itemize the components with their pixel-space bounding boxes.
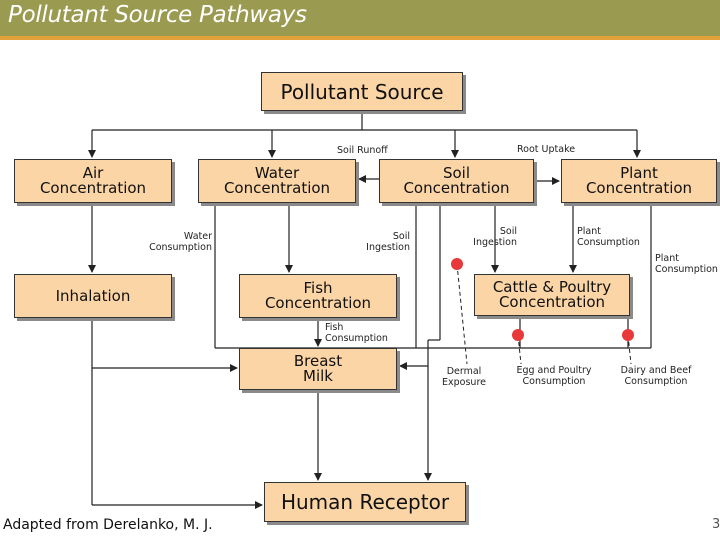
soil-concentration-box: Soil Concentration (379, 159, 534, 203)
fish-concentration-box: Fish Concentration (239, 274, 397, 318)
dairy-beef-line1: Dairy and Beef (620, 365, 692, 376)
plant-consumption-2-line1: Plant (655, 253, 679, 264)
marker-dermal (451, 258, 463, 270)
plant-consumption-1-line1: Plant (577, 226, 601, 237)
soil-ingestion-1-line1: Soil (392, 231, 410, 242)
air-concentration-label-line2: Concentration (39, 179, 147, 197)
plant-consumption-label-2: Plant Consumption (655, 253, 719, 275)
plant-concentration-label-line2: Concentration (585, 179, 693, 197)
fish-consumption-line1: Fish (325, 322, 344, 333)
air-concentration-label-line1: Air (82, 164, 104, 182)
air-concentration-box: Air Concentration (14, 159, 172, 203)
root-uptake-label: Root Uptake (517, 144, 576, 155)
egg-poultry-line2: Consumption (522, 376, 586, 387)
marker-dairy-beef (622, 329, 634, 341)
water-consumption-label: Water Consumption (140, 231, 212, 253)
title-rule (0, 36, 720, 40)
plant-consumption-2-line2: Consumption (655, 264, 718, 275)
cattle-poultry-label-line2: Concentration (498, 293, 606, 311)
dairy-beef-consumption-label: Dairy and Beef Consumption (612, 365, 700, 387)
inhalation-box: Inhalation (14, 274, 172, 318)
slide-title: Pollutant Source Pathways (8, 2, 307, 28)
fish-concentration-label-line1: Fish (303, 279, 333, 297)
soil-ingestion-1-line2: Ingestion (366, 242, 410, 253)
egg-poultry-line1: Egg and Poultry (516, 365, 592, 376)
cattle-poultry-concentration-box: Cattle & Poultry Concentration (474, 274, 630, 316)
soil-ingestion-label-1: Soil Ingestion (356, 231, 410, 253)
soil-runoff-label: Soil Runoff (337, 145, 388, 156)
page-number: 3 (712, 517, 720, 532)
marker-egg-poultry (512, 329, 524, 341)
plant-consumption-label-1: Plant Consumption (577, 226, 640, 248)
soil-ingestion-label-2: Soil Ingestion (464, 226, 517, 248)
dermal-exposure-line2: Exposure (442, 377, 486, 388)
cattle-poultry-label-line1: Cattle & Poultry (492, 278, 612, 296)
plant-concentration-box: Plant Concentration (561, 159, 717, 203)
plant-concentration-label-line1: Plant (620, 164, 658, 182)
title-bar (0, 0, 720, 36)
human-receptor-box: Human Receptor (264, 482, 466, 522)
plant-consumption-1-line2: Consumption (577, 237, 640, 248)
water-concentration-box: Water Concentration (198, 159, 356, 203)
pollutant-source-box: Pollutant Source (261, 72, 463, 111)
inhalation-label: Inhalation (55, 286, 131, 305)
water-concentration-label-line1: Water (254, 164, 300, 182)
fish-consumption-label: Fish Consumption (325, 322, 388, 344)
dermal-exposure-label: Dermal Exposure (436, 366, 492, 388)
soil-concentration-label-line2: Concentration (403, 179, 510, 197)
fish-concentration-label-line2: Concentration (264, 294, 372, 312)
pollutant-source-label: Pollutant Source (280, 79, 444, 104)
breast-milk-box: Breast Milk (239, 348, 397, 390)
source-credit: Adapted from Derelanko, M. J. (3, 517, 213, 533)
dermal-exposure-line1: Dermal (446, 366, 482, 377)
breast-milk-label-line1: Breast (293, 352, 343, 370)
soil-concentration-label-line1: Soil (442, 164, 471, 182)
soil-ingestion-2-line2: Ingestion (473, 237, 517, 248)
human-receptor-label: Human Receptor (280, 490, 450, 514)
water-consumption-line1: Water (183, 231, 212, 242)
fish-consumption-line2: Consumption (325, 333, 388, 344)
water-consumption-line2: Consumption (149, 242, 212, 253)
soil-ingestion-2-line1: Soil (499, 226, 517, 237)
water-concentration-label-line2: Concentration (223, 179, 331, 197)
breast-milk-label-line2: Milk (303, 367, 333, 385)
dairy-beef-line2: Consumption (624, 376, 688, 387)
egg-poultry-consumption-label: Egg and Poultry Consumption (505, 365, 603, 387)
